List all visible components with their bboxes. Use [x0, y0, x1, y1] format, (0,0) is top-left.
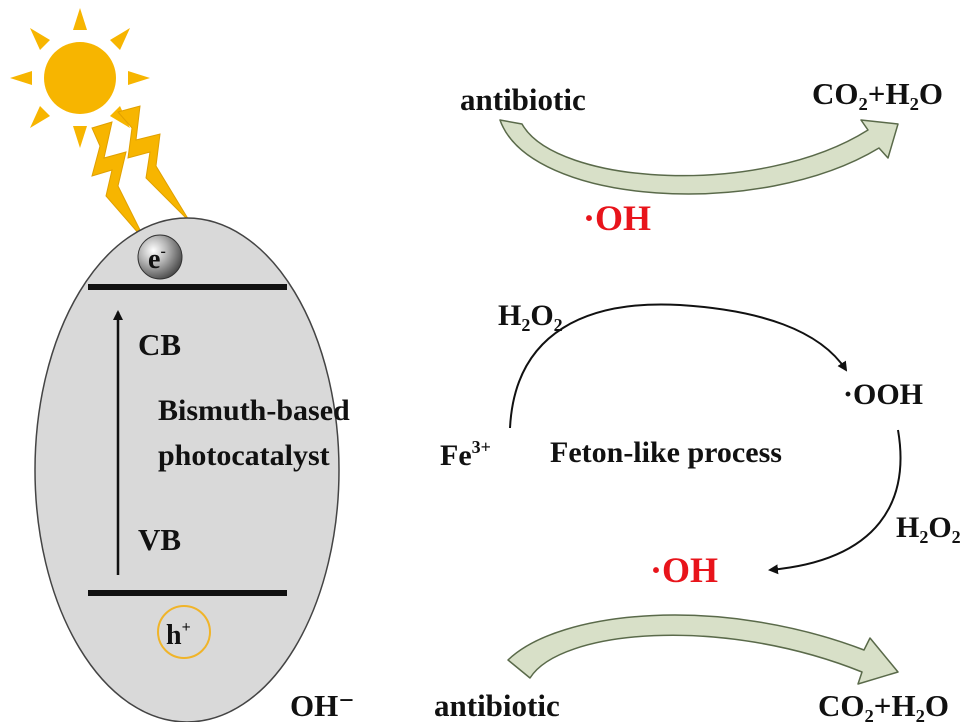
top-radical: ·OH [583, 198, 651, 238]
bottom-reactant: antibiotic [434, 688, 560, 722]
electron-label: e- [148, 243, 166, 275]
hole-ring [157, 605, 211, 659]
electron-sphere-icon [137, 234, 183, 280]
catalyst-name-line2: photocatalyst [158, 439, 330, 472]
cb-label: CB [138, 327, 181, 362]
top-curved-arrow [499, 119, 899, 195]
fenton-arrow-upper [509, 303, 848, 429]
vb-label: VB [138, 522, 181, 557]
fenton-h2o2-top: H₂O₂ [498, 299, 563, 332]
sun-icon [10, 8, 150, 148]
bottom-curved-arrow [507, 614, 899, 685]
hydroxide-label: OH⁻ [290, 688, 355, 722]
top-product: CO₂+H₂O [812, 76, 943, 111]
fenton-process-label: Feton-like process [550, 436, 782, 469]
fenton-ooh: ·OOH [843, 378, 923, 411]
fenton-radical: ·OH [650, 550, 718, 590]
fenton-h2o2-right: H₂O₂ [896, 511, 961, 544]
hole-label: h+ [166, 619, 191, 651]
top-reactant: antibiotic [460, 82, 586, 117]
catalyst-name-line1: Bismuth-based [158, 394, 350, 427]
fenton-iron-label: Fe3+ [440, 437, 491, 472]
bottom-product: CO₂+H₂O [818, 688, 949, 722]
fenton-arrow-lower [768, 429, 902, 575]
